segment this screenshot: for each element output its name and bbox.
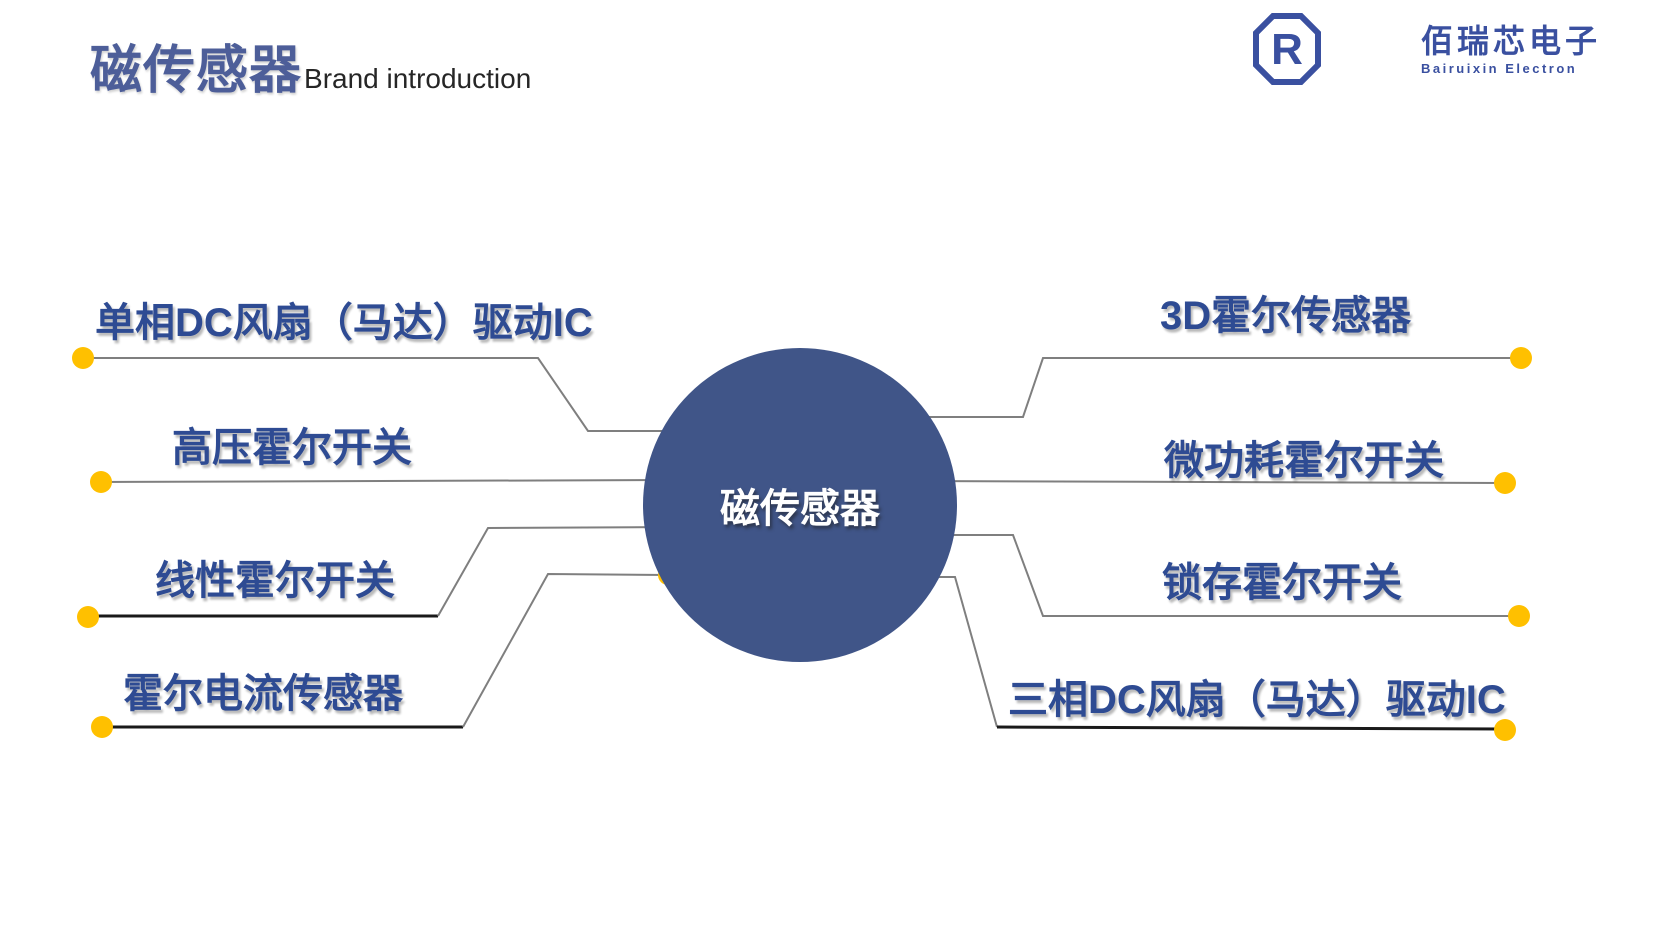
logo-text: 佰瑞芯电子 Bairuixin Electron (1421, 24, 1601, 85)
branch-label-right-4: 三相DC风扇（马达）驱动IC (1008, 678, 1506, 722)
connector-line-right-2 (910, 480, 1506, 484)
center-node: 磁传感器 (643, 348, 957, 662)
connector-line-left-3 (437, 526, 678, 617)
node-dot-right-3-outer (1508, 605, 1530, 627)
logo-monogram: R (1271, 25, 1303, 74)
node-dot-right-1-outer (1510, 347, 1532, 369)
brand-logo: R 佰瑞芯电子 Bairuixin Electron (1253, 13, 1601, 85)
node-dot-left-3-outer (77, 606, 99, 628)
branch-label-left-2: 高压霍尔开关 (172, 426, 412, 470)
node-dot-left-1-outer (72, 347, 94, 369)
node-dot-left-2-outer (90, 471, 112, 493)
connector-line-left-4 (462, 572, 669, 728)
logo-name-zh: 佰瑞芯电子 (1421, 23, 1602, 59)
branch-label-left-4: 霍尔电流传感器 (123, 672, 403, 716)
logo-name-en: Bairuixin Electron (1421, 61, 1578, 76)
branch-label-right-1: 3D霍尔传感器 (1160, 294, 1412, 338)
node-dot-left-4-outer (91, 716, 113, 738)
connector-line-left-2 (100, 479, 669, 483)
node-dot-right-4-outer (1494, 719, 1516, 741)
branch-label-right-3: 锁存霍尔开关 (1162, 561, 1402, 605)
page-subtitle: Brand introduction (304, 63, 532, 94)
node-dot-right-2-outer (1494, 472, 1516, 494)
branch-label-right-2: 微功耗霍尔开关 (1164, 439, 1444, 483)
connector-line-left-1 (83, 357, 677, 432)
connector-line-right-4-far (996, 725, 1506, 731)
branch-label-left-1: 单相DC风扇（马达）驱动IC (95, 301, 593, 345)
connector-line-right-1 (883, 357, 1521, 418)
logo-octagon-icon: R (1253, 13, 1321, 85)
branch-label-left-3: 线性霍尔开关 (155, 559, 395, 603)
header: 磁传感器 Brand introduction (90, 28, 531, 103)
page-title: 磁传感器 (90, 42, 303, 100)
center-node-label: 磁传感器 (720, 487, 880, 531)
logo-octagon-outline (1253, 13, 1321, 85)
